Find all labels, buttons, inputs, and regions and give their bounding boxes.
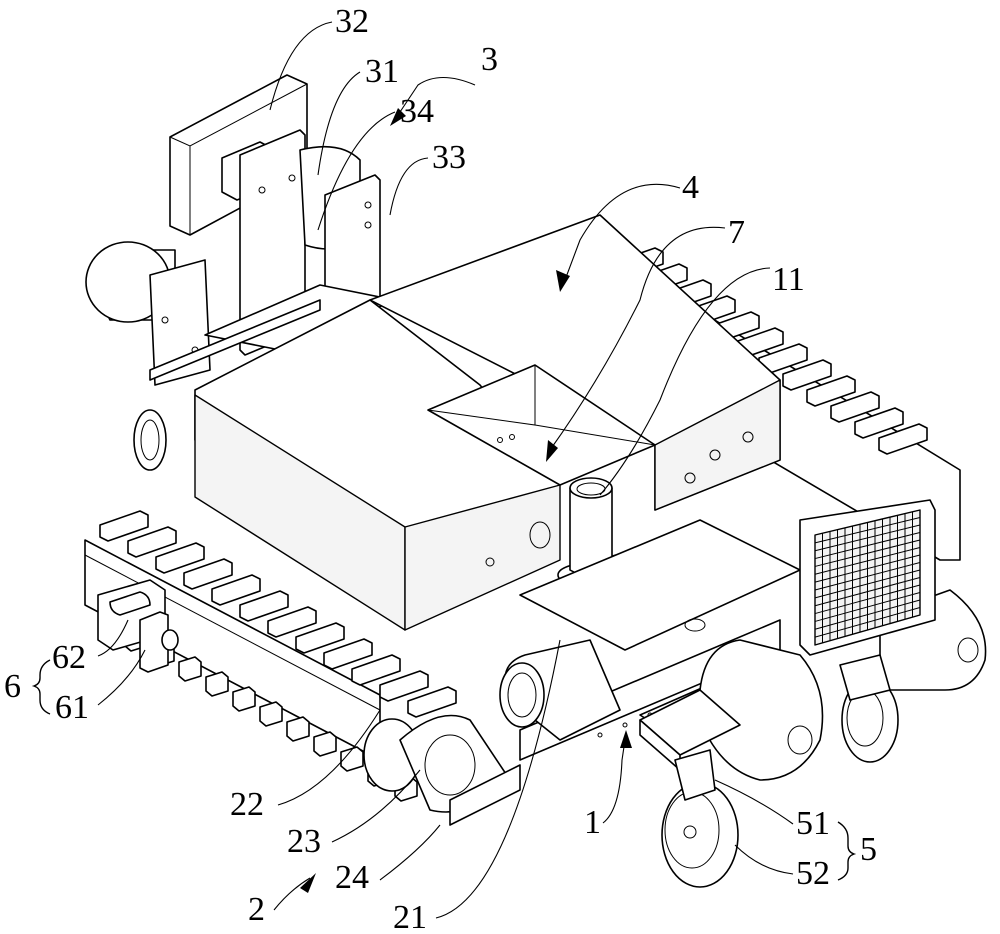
grille-mesh-line — [814, 539, 921, 567]
track-pad — [379, 670, 429, 702]
label-32: 32 — [335, 3, 369, 40]
track-pad — [806, 375, 856, 407]
track-shoe — [259, 701, 283, 727]
grille-mesh-line — [814, 524, 921, 552]
track-pad — [830, 391, 880, 423]
track-shoe — [340, 746, 364, 772]
grille-mesh-line — [814, 577, 921, 607]
label-23: 23 — [287, 823, 321, 860]
track-pad — [155, 542, 205, 574]
label-61: 61 — [55, 689, 89, 726]
track-pad — [211, 574, 261, 606]
housing-4 — [194, 214, 781, 631]
grille-mesh-line — [814, 547, 921, 575]
label-1: 1 — [584, 804, 601, 841]
grille-mesh-line — [814, 517, 921, 544]
track-shoe — [313, 731, 337, 757]
grille-mesh-line — [814, 532, 921, 560]
track-pad — [878, 423, 928, 455]
label-62: 62 — [52, 639, 86, 676]
label-4: 4 — [682, 169, 699, 206]
track-shoe — [178, 656, 202, 682]
track-pad — [127, 526, 177, 558]
grille-mesh-line — [814, 607, 921, 638]
track-shoe — [286, 716, 310, 742]
mount-assembly-3 — [85, 74, 396, 471]
brace-6 — [31, 659, 51, 715]
track-pad — [351, 654, 401, 686]
label-6: 6 — [4, 668, 21, 705]
grille-mesh-line — [814, 569, 921, 599]
track-shoe — [205, 671, 229, 697]
label-34: 34 — [400, 93, 434, 130]
leader-lines — [97, 21, 794, 919]
brace-5 — [837, 821, 857, 881]
reference-labels: 32 31 3 34 33 4 7 11 62 61 6 22 23 24 2 … — [4, 3, 877, 934]
label-7: 7 — [728, 214, 745, 251]
track-pad — [239, 590, 289, 622]
label-31: 31 — [365, 53, 399, 90]
track-shoe — [232, 686, 256, 712]
track-pad — [782, 359, 832, 391]
label-5: 5 — [860, 831, 877, 868]
label-33: 33 — [432, 139, 466, 176]
grille-mesh-line — [814, 584, 921, 615]
grille-mesh-line — [814, 554, 921, 583]
grille-mesh-line — [814, 592, 921, 622]
label-11: 11 — [772, 261, 805, 298]
track-pad — [323, 638, 373, 670]
label-51: 51 — [796, 805, 830, 842]
label-3: 3 — [481, 41, 498, 78]
grille-mesh-line — [814, 562, 921, 591]
braces — [31, 659, 857, 881]
track-pad — [99, 510, 149, 542]
track-pad — [267, 606, 317, 638]
detection-assembly-6 — [97, 579, 179, 673]
front-right-assembly — [639, 499, 987, 888]
label-24: 24 — [335, 859, 369, 896]
label-22: 22 — [230, 786, 264, 823]
track-pad — [854, 407, 904, 439]
grille-mesh-line — [814, 599, 921, 630]
track-pad — [407, 686, 457, 718]
label-2: 2 — [248, 891, 265, 928]
label-21: 21 — [393, 899, 427, 934]
drive-motor-21 — [499, 639, 621, 741]
track-pad — [295, 622, 345, 654]
track-pad — [183, 558, 233, 590]
caster-wheel-52 — [661, 782, 739, 888]
label-52: 52 — [796, 855, 830, 892]
